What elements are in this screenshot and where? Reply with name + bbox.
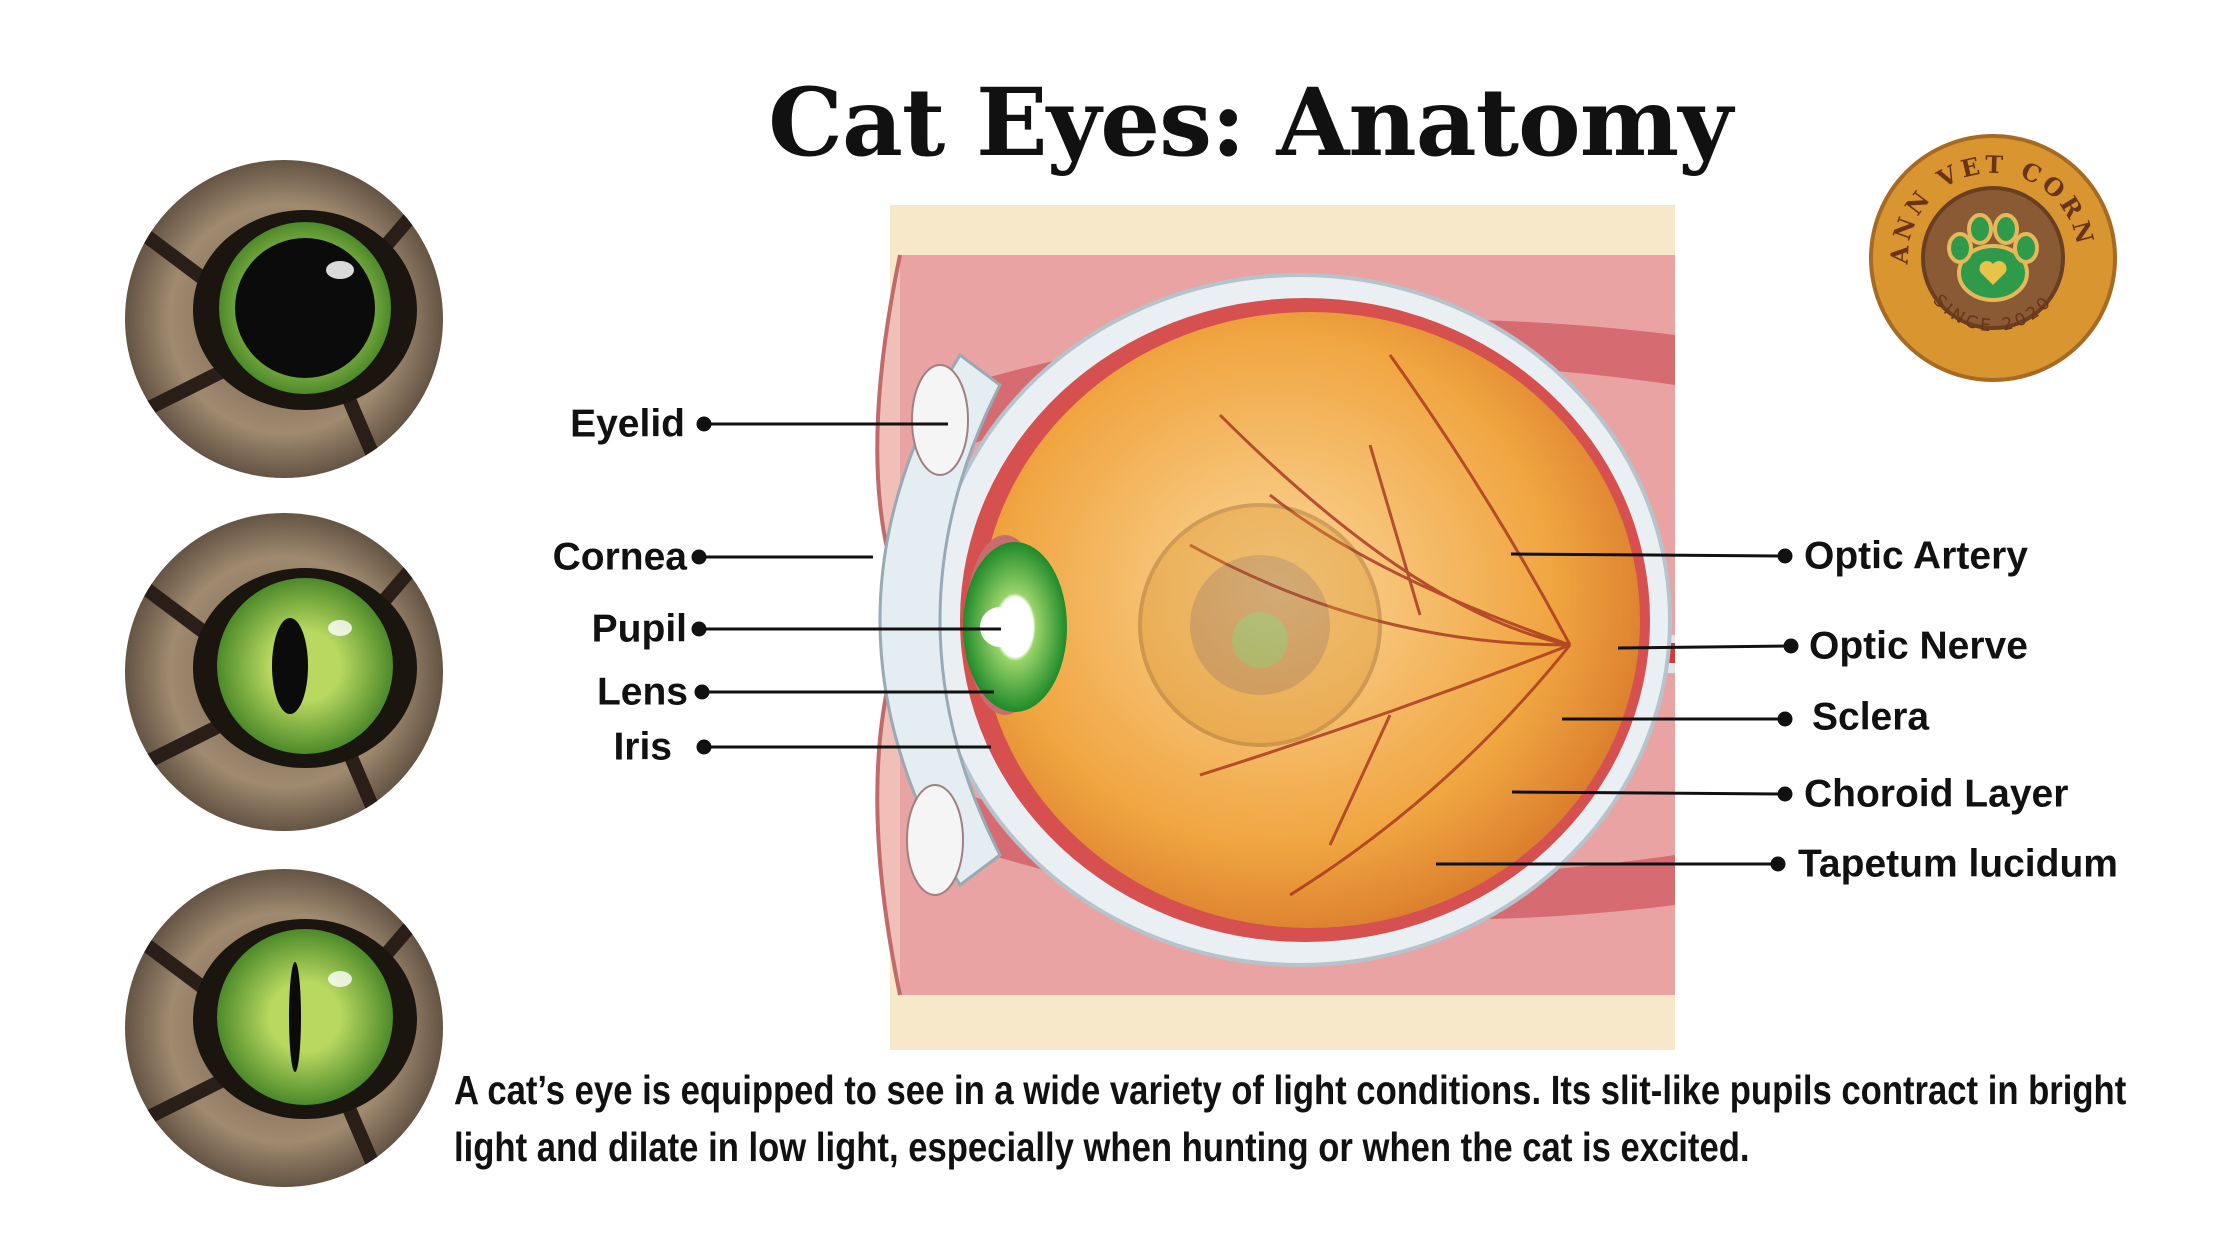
label-pupil: Pupil bbox=[591, 607, 687, 651]
label-choroid-layer: Choroid Layer bbox=[1804, 772, 2069, 816]
cat-eye-photo-dilated bbox=[125, 160, 443, 478]
description-paragraph: A cat’s eye is equipped to see in a wide… bbox=[454, 1067, 2127, 1170]
label-optic-artery: Optic Artery bbox=[1804, 534, 2028, 578]
page-title: Cat Eyes: Anatomy bbox=[768, 68, 1733, 178]
label-cornea: Cornea bbox=[552, 535, 687, 579]
eye-cross-section-illustration bbox=[875, 205, 1675, 1050]
label-iris: Iris bbox=[613, 725, 672, 769]
mann-vet-corner-logo: MANN VET CORNER SINCE 2020 bbox=[1853, 110, 2118, 383]
watermark-logo bbox=[1138, 503, 1382, 747]
label-tapetum-lucidum: Tapetum lucidum bbox=[1798, 842, 2118, 886]
label-lens: Lens bbox=[596, 670, 688, 714]
cat-eye-photo-slit bbox=[125, 869, 443, 1187]
label-optic-nerve: Optic Nerve bbox=[1809, 624, 2028, 668]
label-sclera: Sclera bbox=[1812, 695, 1930, 739]
cat-eye-photo-medium bbox=[125, 513, 443, 831]
label-eyelid: Eyelid bbox=[570, 402, 685, 446]
